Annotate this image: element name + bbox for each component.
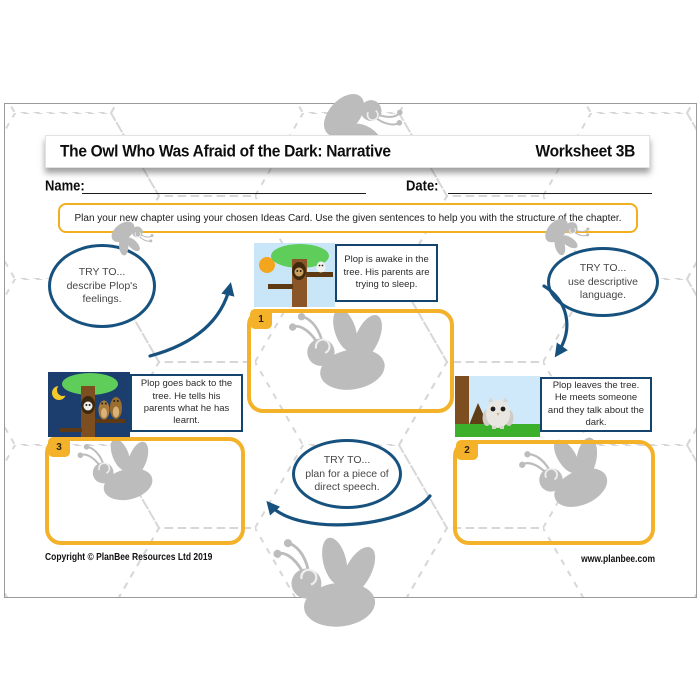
tree-trunk	[455, 376, 469, 437]
bubble-title: TRY TO...	[323, 454, 371, 467]
tree-branch-left	[268, 284, 293, 289]
tree-canopy	[62, 373, 118, 395]
planning-box-2: 2	[453, 440, 655, 545]
try-to-bubble-descriptive-language: TRY TO... use descriptive language.	[547, 247, 659, 317]
bubble-body: plan for a piece of direct speech.	[305, 467, 389, 493]
bubble-title: TRY TO...	[78, 266, 126, 279]
tree-canopy	[271, 244, 329, 268]
box-number-tab: 1	[250, 309, 272, 329]
header-bar: The Owl Who Was Afraid of the Dark: Narr…	[45, 135, 650, 168]
owl-in-hole	[294, 267, 304, 277]
instruction-text: Plan your new chapter using your chosen …	[74, 212, 622, 224]
tree-branch-right	[95, 419, 125, 423]
copyright-text: Copyright © PlanBee Resources Ltd 2019	[45, 551, 213, 563]
card-2-caption: Plop leaves the tree. He meets someone a…	[547, 379, 645, 428]
scene-2-illustration	[455, 376, 540, 437]
box-number: 2	[464, 444, 470, 456]
bubble-title: TRY TO...	[579, 262, 627, 275]
owl-beak	[496, 413, 500, 416]
name-write-line	[82, 192, 366, 194]
card-3-caption: Plop goes back to the tree. He tells his…	[140, 378, 233, 427]
card-2-caption-box: Plop leaves the tree. He meets someone a…	[540, 377, 652, 432]
website-text: www.planbee.com	[581, 553, 655, 565]
name-label: Name:	[45, 177, 85, 194]
tree-branch-right	[306, 272, 333, 277]
scene-3-illustration	[48, 372, 130, 437]
sun-icon	[259, 257, 275, 273]
card-3-caption-box: Plop goes back to the tree. He tells his…	[130, 374, 243, 432]
tree-branch-left	[60, 428, 82, 432]
instruction-box: Plan your new chapter using your chosen …	[58, 203, 638, 233]
bubble-body: describe Plop's feelings.	[66, 279, 138, 305]
box-number: 1	[258, 313, 264, 325]
card-1-caption-box: Plop is awake in the tree. His parents a…	[335, 244, 438, 302]
planning-box-1: 1	[247, 309, 454, 413]
try-to-bubble-feelings: TRY TO... describe Plop's feelings.	[48, 244, 156, 328]
date-label: Date:	[406, 177, 439, 194]
box-number: 3	[56, 441, 62, 453]
worksheet-number: Worksheet 3B	[535, 141, 636, 161]
owl-plop-face	[83, 401, 93, 411]
card-1-caption: Plop is awake in the tree. His parents a…	[343, 254, 430, 291]
date-write-line	[448, 192, 652, 194]
planning-box-3: 3	[45, 437, 245, 545]
try-to-bubble-direct-speech: TRY TO... plan for a piece of direct spe…	[292, 439, 402, 509]
page-title: The Owl Who Was Afraid of the Dark: Narr…	[60, 141, 391, 161]
box-number-tab: 2	[456, 440, 478, 460]
scene-1-illustration	[254, 243, 335, 307]
box-number-tab: 3	[48, 437, 70, 457]
small-white-owl	[316, 261, 326, 273]
bubble-body: use descriptive language.	[567, 275, 639, 301]
